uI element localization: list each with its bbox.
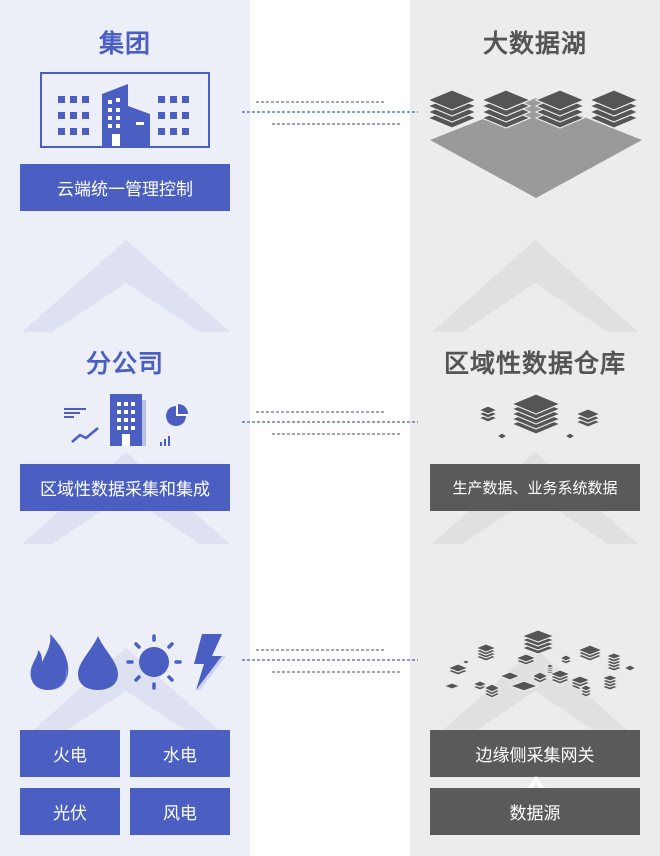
- tier2-left-title: 分公司: [85, 349, 164, 378]
- trend-line-icon: [71, 427, 99, 443]
- tier3-right-box: 边缘侧采集网关: [430, 730, 640, 777]
- up-arrow-icon: [526, 776, 546, 790]
- tier1-right-title: 大数据湖: [482, 29, 587, 58]
- source-box-1: 火电: [20, 730, 120, 777]
- right-chevrons: [432, 240, 638, 740]
- warehouse-layers-icon: [477, 393, 602, 440]
- tier3-right-source-box: 数据源: [430, 788, 640, 835]
- left-chevrons: [22, 240, 230, 740]
- source-box-2: 水电: [130, 730, 230, 777]
- connector-tier1: [242, 101, 418, 125]
- water-drop-icon: [78, 636, 118, 690]
- sun-icon: [126, 634, 182, 690]
- lightning-icon: [194, 634, 226, 690]
- tier2-right-title: 区域性数据仓库: [443, 349, 626, 378]
- source-box-3: 光伏: [20, 788, 120, 835]
- energy-icons: [30, 634, 226, 690]
- report-icons: [64, 394, 188, 446]
- tier2-left-box: 区域性数据采集和集成: [20, 464, 230, 511]
- tier1-left-box: 云端统一管理控制: [20, 164, 230, 211]
- flame-icon: [30, 634, 69, 690]
- pie-chart-icon: [166, 404, 188, 426]
- data-lake-icon: [426, 89, 642, 198]
- connector-tier2: [242, 411, 418, 435]
- edge-layers-icon: [442, 629, 638, 699]
- text-lines-icon: [64, 408, 86, 418]
- building-icon: [40, 72, 210, 148]
- tier2-right-box: 生产数据、业务系统数据: [430, 464, 640, 511]
- source-box-4: 风电: [130, 788, 230, 835]
- bar-chart-icon: [160, 436, 170, 446]
- tier1-left-title: 集团: [98, 29, 151, 58]
- office-building-icon: [110, 394, 146, 446]
- connector-tier3: [242, 649, 418, 673]
